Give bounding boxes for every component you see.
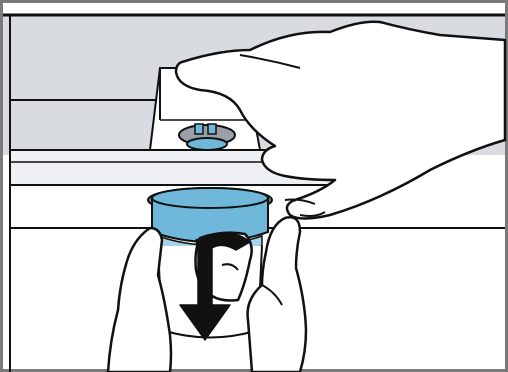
knob (179, 124, 235, 150)
